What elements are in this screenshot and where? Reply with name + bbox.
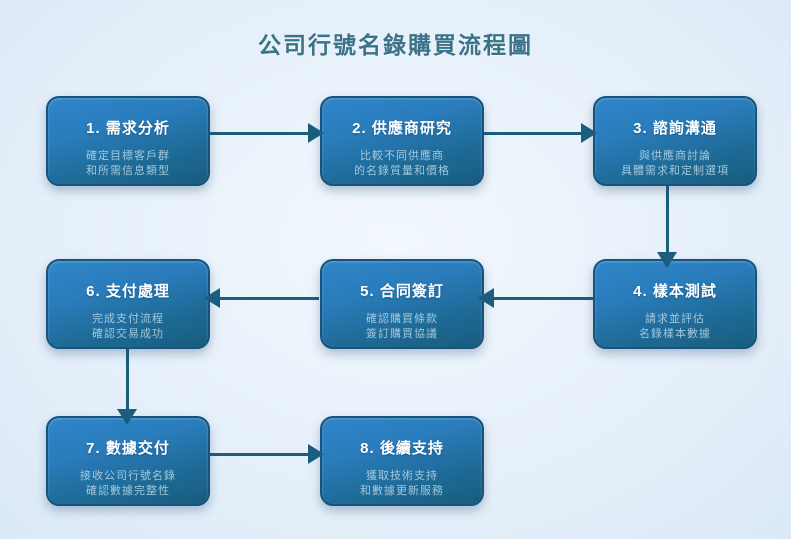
node-subtitle-line1: 確定目標客戶群 [86, 150, 170, 162]
flow-node-contract-signing: 5. 合同簽訂 確認購買條款 簽訂購買協議 [320, 259, 484, 349]
connector-line-1-2 [210, 132, 314, 135]
arrowhead-right-icon [308, 444, 324, 464]
arrowhead-right-icon [581, 123, 597, 143]
flow-node-sample-testing: 4. 樣本測試 請求並評估 名錄樣本數據 [593, 259, 757, 349]
connector-line-2-3 [484, 132, 588, 135]
node-subtitle-line2: 簽訂購買協議 [366, 328, 438, 340]
connector-line-6-7 [126, 349, 129, 413]
node-title: 3. 諮詢溝通 [633, 120, 717, 137]
node-subtitle-line1: 獲取技術支持 [366, 470, 438, 482]
node-title: 7. 數據交付 [86, 440, 170, 457]
node-subtitle-line2: 和所需信息類型 [86, 165, 170, 177]
node-subtitle-line1: 完成支付流程 [92, 313, 164, 325]
node-title: 2. 供應商研究 [352, 120, 452, 137]
node-subtitle-line2: 確認交易成功 [92, 328, 164, 340]
connector-line-5-6 [215, 297, 319, 300]
node-title: 1. 需求分析 [86, 120, 170, 137]
node-title: 4. 樣本測試 [633, 283, 717, 300]
node-subtitle-line1: 與供應商討論 [639, 150, 711, 162]
arrowhead-left-icon [204, 288, 220, 308]
flow-node-needs-analysis: 1. 需求分析 確定目標客戶群 和所需信息類型 [46, 96, 210, 186]
node-subtitle-line1: 確認購買條款 [366, 313, 438, 325]
node-subtitle-line2: 和數據更新服務 [360, 485, 444, 497]
flow-node-followup-support: 8. 後續支持 獲取技術支持 和數據更新服務 [320, 416, 484, 506]
node-subtitle-line1: 比較不同供應商 [360, 150, 444, 162]
node-subtitle-line2: 的名錄質量和價格 [354, 165, 450, 177]
arrowhead-down-icon [117, 409, 137, 425]
connector-line-3-4 [666, 186, 669, 256]
flow-node-data-delivery: 7. 數據交付 接收公司行號名錄 確認數據完整性 [46, 416, 210, 506]
flow-node-payment-processing: 6. 支付處理 完成支付流程 確認交易成功 [46, 259, 210, 349]
node-subtitle-line1: 接收公司行號名錄 [80, 470, 176, 482]
connector-line-7-8 [210, 453, 314, 456]
arrowhead-left-icon [478, 288, 494, 308]
node-subtitle-line2: 具體需求和定制選項 [621, 165, 729, 177]
flow-node-consultation: 3. 諮詢溝通 與供應商討論 具體需求和定制選項 [593, 96, 757, 186]
node-subtitle-line1: 請求並評估 [645, 313, 705, 325]
node-title: 8. 後續支持 [360, 440, 444, 457]
arrowhead-right-icon [308, 123, 324, 143]
page-title: 公司行號名錄購買流程圖 [258, 32, 533, 58]
connector-line-4-5 [489, 297, 593, 300]
flow-node-supplier-research: 2. 供應商研究 比較不同供應商 的名錄質量和價格 [320, 96, 484, 186]
arrowhead-down-icon [657, 252, 677, 268]
node-title: 6. 支付處理 [86, 283, 170, 300]
node-subtitle-line2: 名錄樣本數據 [639, 328, 711, 340]
node-subtitle-line2: 確認數據完整性 [86, 485, 170, 497]
node-title: 5. 合同簽訂 [360, 283, 444, 300]
